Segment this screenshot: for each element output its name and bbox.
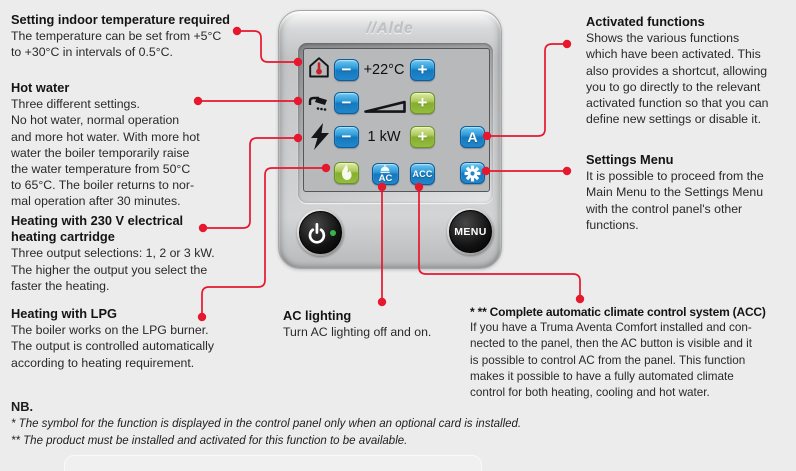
- power-minus-button[interactable]: −: [334, 126, 359, 148]
- annotation-lpg-heating: Heating with LPG The boiler works on the…: [11, 306, 266, 371]
- menu-label: MENU: [454, 225, 487, 238]
- plus-icon: +: [417, 93, 428, 112]
- activated-functions-button[interactable]: A: [460, 126, 485, 148]
- nb-title: NB.: [11, 399, 34, 414]
- power-led-indicator: [330, 230, 336, 236]
- annotation-body: Three different settings. No hot water, …: [11, 97, 200, 209]
- annotation-body: The boiler works on the LPG burner. The …: [11, 323, 215, 370]
- temp-plus-button[interactable]: +: [410, 59, 435, 81]
- minus-icon: −: [341, 127, 352, 146]
- annotation-title: Settings Menu: [586, 152, 674, 167]
- flame-icon: [341, 164, 352, 180]
- shower-tap-icon: [307, 94, 331, 119]
- ceiling-lamp-icon: [380, 164, 391, 173]
- panel-screen: − +22°C + −: [303, 48, 490, 192]
- auto-a-label: A: [467, 129, 478, 145]
- control-panel-device: //Alde − +22°C +: [278, 10, 502, 269]
- nb-footnotes: NB. * The symbol for the function is dis…: [11, 399, 731, 449]
- hot-water-plus-button[interactable]: +: [410, 92, 435, 114]
- annotation-title: Setting indoor temperature required: [11, 12, 230, 27]
- alde-logo: //Alde: [366, 20, 414, 37]
- plus-icon: +: [417, 127, 428, 146]
- annotation-acc-system: * ** Complete automatic climate control …: [470, 304, 796, 401]
- annotation-body: It is possible to proceed from the Main …: [586, 169, 764, 232]
- lpg-flame-button[interactable]: [334, 162, 359, 184]
- menu-button[interactable]: MENU: [447, 208, 494, 255]
- annotation-indoor-temp: Setting indoor temperature required The …: [11, 12, 266, 61]
- annotation-ac-lighting: AC lighting Turn AC lighting off and on.: [283, 308, 473, 340]
- annotation-settings-menu: Settings Menu It is possible to proceed …: [586, 152, 796, 233]
- acc-label: ACC: [412, 168, 433, 179]
- ac-label: AC: [378, 172, 393, 184]
- annotation-hot-water: Hot water Three different settings. No h…: [11, 80, 266, 210]
- annotation-body: The temperature can be set from +5°C to …: [11, 29, 222, 60]
- nb-note-2: ** The product must be installed and act…: [11, 435, 408, 447]
- annotation-title: Activated functions: [586, 14, 705, 29]
- annotation-body: Three output selections: 1, 2 or 3 kW. T…: [11, 246, 215, 293]
- plus-icon: +: [417, 60, 428, 79]
- power-button[interactable]: [297, 209, 344, 256]
- settings-button[interactable]: [460, 162, 485, 184]
- nb-note-1: * The symbol for the function is display…: [11, 418, 522, 430]
- minus-icon: −: [341, 93, 352, 112]
- hot-water-minus-button[interactable]: −: [334, 92, 359, 114]
- annotation-230v-heating: Heating with 230 V electrical heating ca…: [11, 213, 266, 294]
- gear-icon: [464, 165, 481, 181]
- ramp-wedge-icon: [363, 100, 407, 119]
- minus-icon: −: [341, 60, 352, 79]
- lightning-bolt-icon: [310, 123, 330, 155]
- annotation-title: Heating with LPG: [11, 306, 117, 321]
- annotation-title: Heating with 230 V electrical heating ca…: [11, 213, 184, 245]
- screen-bezel: − +22°C + −: [298, 43, 493, 203]
- ac-lighting-button[interactable]: AC: [372, 163, 399, 185]
- bottom-page-edge: [64, 455, 482, 471]
- annotation-title: AC lighting: [283, 308, 352, 323]
- annotation-body: Shows the various functions which have b…: [586, 31, 769, 127]
- temp-minus-button[interactable]: −: [334, 59, 359, 81]
- annotation-title: Hot water: [11, 80, 70, 95]
- annotation-body: If you have a Truma Aventa Comfort insta…: [470, 321, 752, 400]
- temperature-readout: +22°C: [363, 62, 405, 78]
- annotation-title: * ** Complete automatic climate control …: [470, 305, 766, 319]
- acc-button[interactable]: ACC: [410, 163, 435, 185]
- power-icon: [308, 222, 325, 244]
- annotation-body: Turn AC lighting off and on.: [283, 325, 432, 340]
- house-thermometer-icon: [307, 55, 331, 85]
- power-output-readout: 1 kW: [367, 129, 401, 145]
- power-plus-button[interactable]: +: [410, 126, 435, 148]
- annotation-activated-functions: Activated functions Shows the various fu…: [586, 14, 796, 127]
